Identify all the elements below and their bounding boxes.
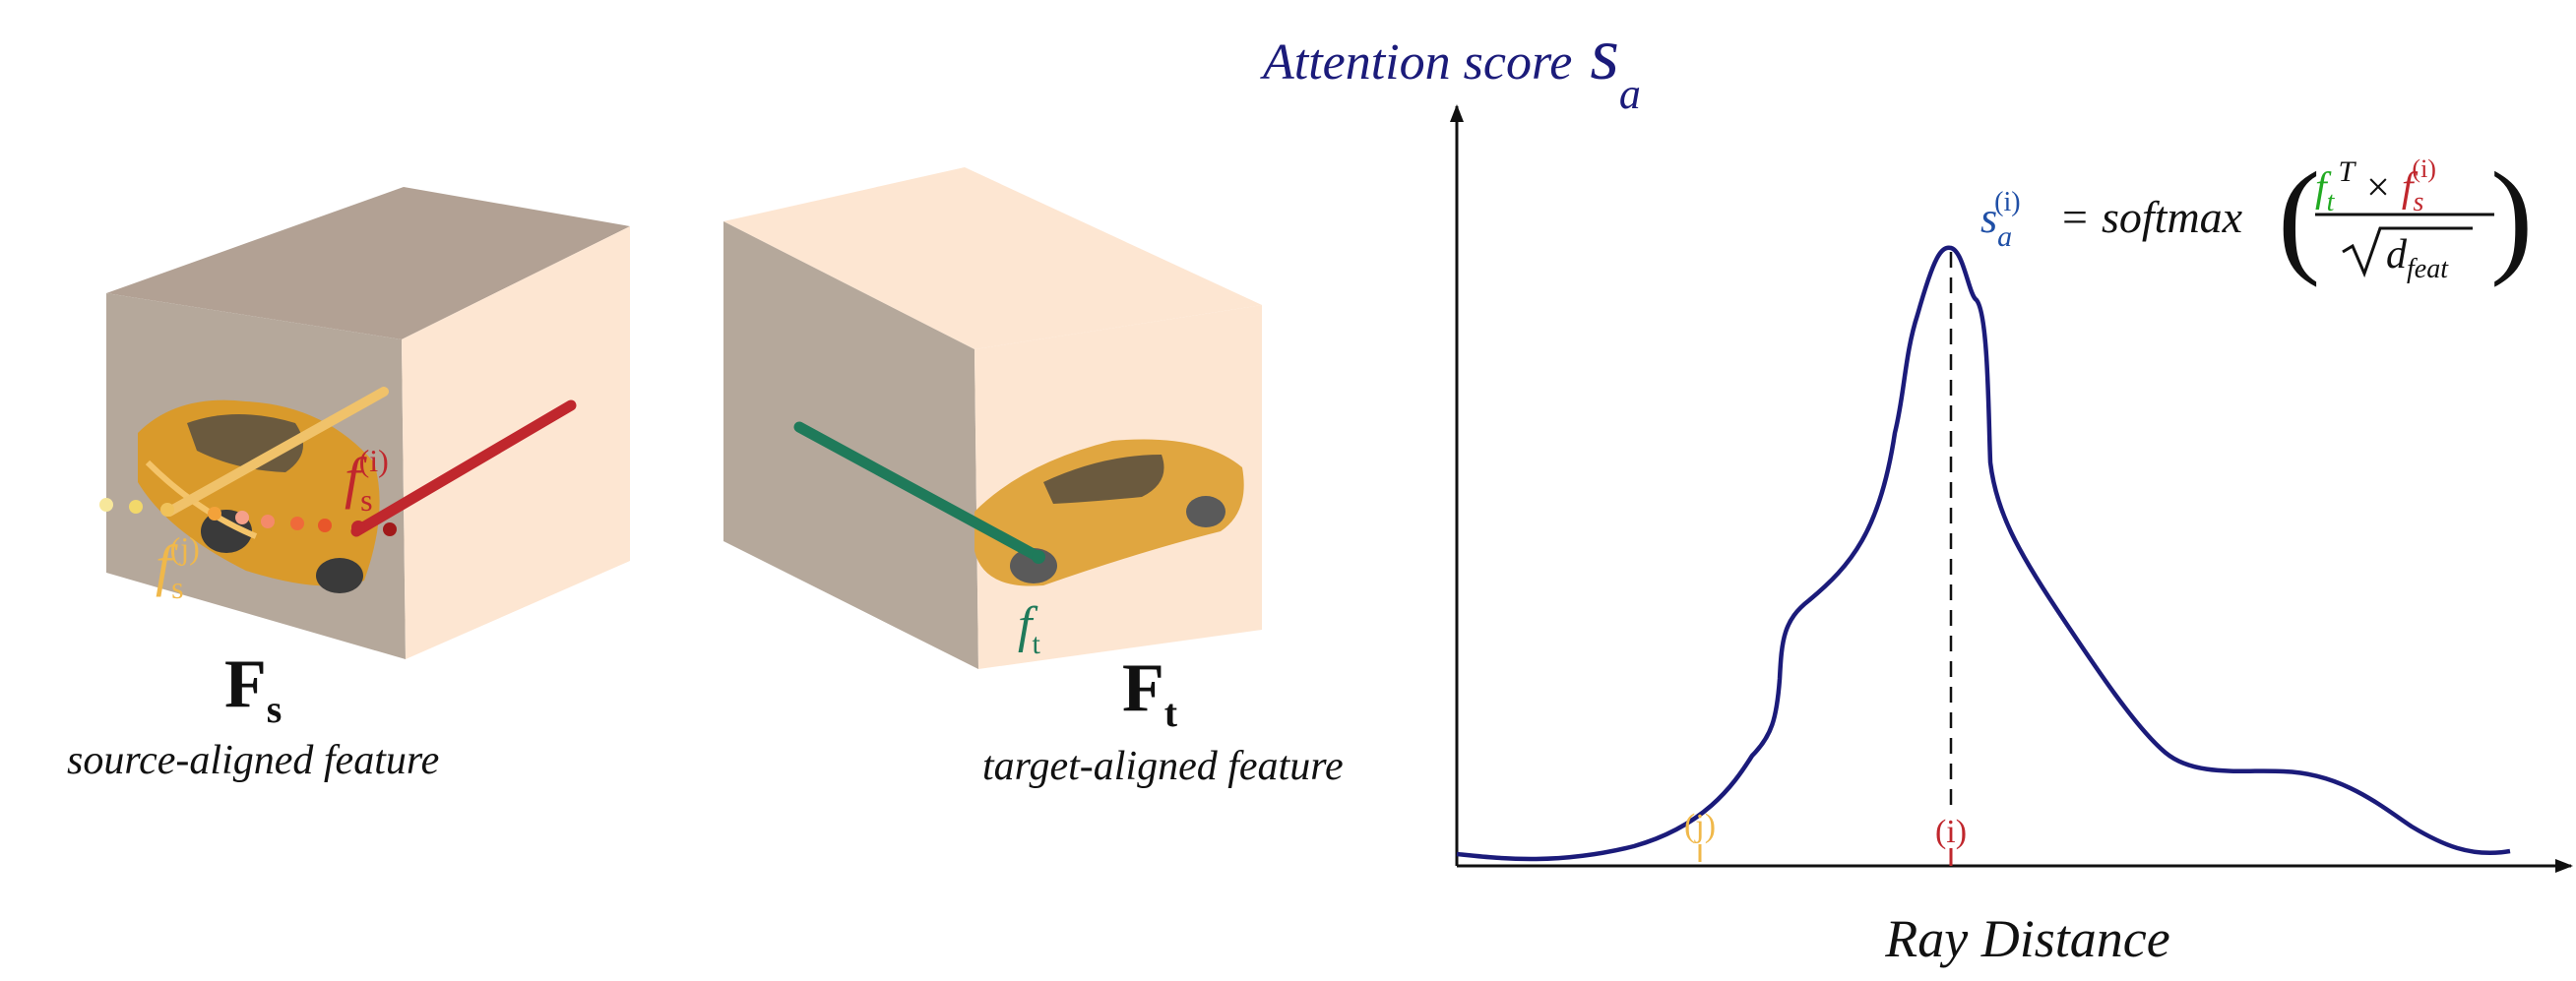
target-ray — [793, 421, 1044, 563]
formula-right-paren: ) — [2490, 147, 2533, 288]
attention-curve — [1456, 245, 2511, 862]
source-feature-label: Fs — [224, 646, 282, 731]
sample-dot — [160, 503, 174, 517]
x-axis-label: Ray Distance — [1884, 909, 2169, 968]
source-rays — [164, 387, 577, 537]
source-ray-i — [350, 399, 577, 537]
formula-softmax: softmax — [2102, 192, 2243, 242]
target-feature-label: Ft — [1122, 650, 1178, 735]
formula-numerator: ftT×fs(i) — [2315, 154, 2436, 217]
feature-label-f-s-j: fs(j) — [156, 530, 200, 605]
sample-dot — [383, 522, 397, 536]
marker-i-label: (i) — [1935, 814, 1967, 850]
formula-denominator: dfeat — [2386, 232, 2449, 284]
formula-sqrt-sign — [2342, 226, 2473, 278]
ray-sample-points — [99, 498, 397, 536]
formula-lhs: sa(i) — [1980, 187, 2021, 253]
attention-formula: sa(i) = softmax ( ) ftT×fs(i) dfeat — [1980, 147, 2533, 288]
sample-dot — [261, 515, 275, 528]
target-feature-caption: target-aligned feature — [982, 744, 1344, 789]
marker-j-label: (j) — [1684, 808, 1716, 844]
source-car-image — [138, 399, 380, 593]
feature-label-f-s-i: fs(i) — [345, 443, 389, 518]
target-cube-left-face — [723, 221, 978, 669]
sample-dot — [129, 500, 143, 514]
source-feature-caption: source-aligned feature — [67, 738, 439, 783]
target-sample-point — [1032, 550, 1045, 564]
formula-equals: = — [2062, 192, 2088, 242]
source-cube-top-face — [106, 187, 630, 339]
sample-dot — [208, 507, 221, 521]
formula-left-paren: ( — [2278, 147, 2320, 288]
target-cube-top-face — [723, 167, 1262, 349]
sample-dot — [351, 521, 365, 534]
sample-dot — [99, 498, 113, 512]
source-ray-j — [164, 387, 389, 517]
sample-dot — [318, 519, 332, 532]
target-feature-cube — [723, 167, 1262, 669]
sample-dot — [235, 511, 249, 524]
sample-dot — [290, 517, 304, 530]
target-car-image — [974, 439, 1244, 586]
